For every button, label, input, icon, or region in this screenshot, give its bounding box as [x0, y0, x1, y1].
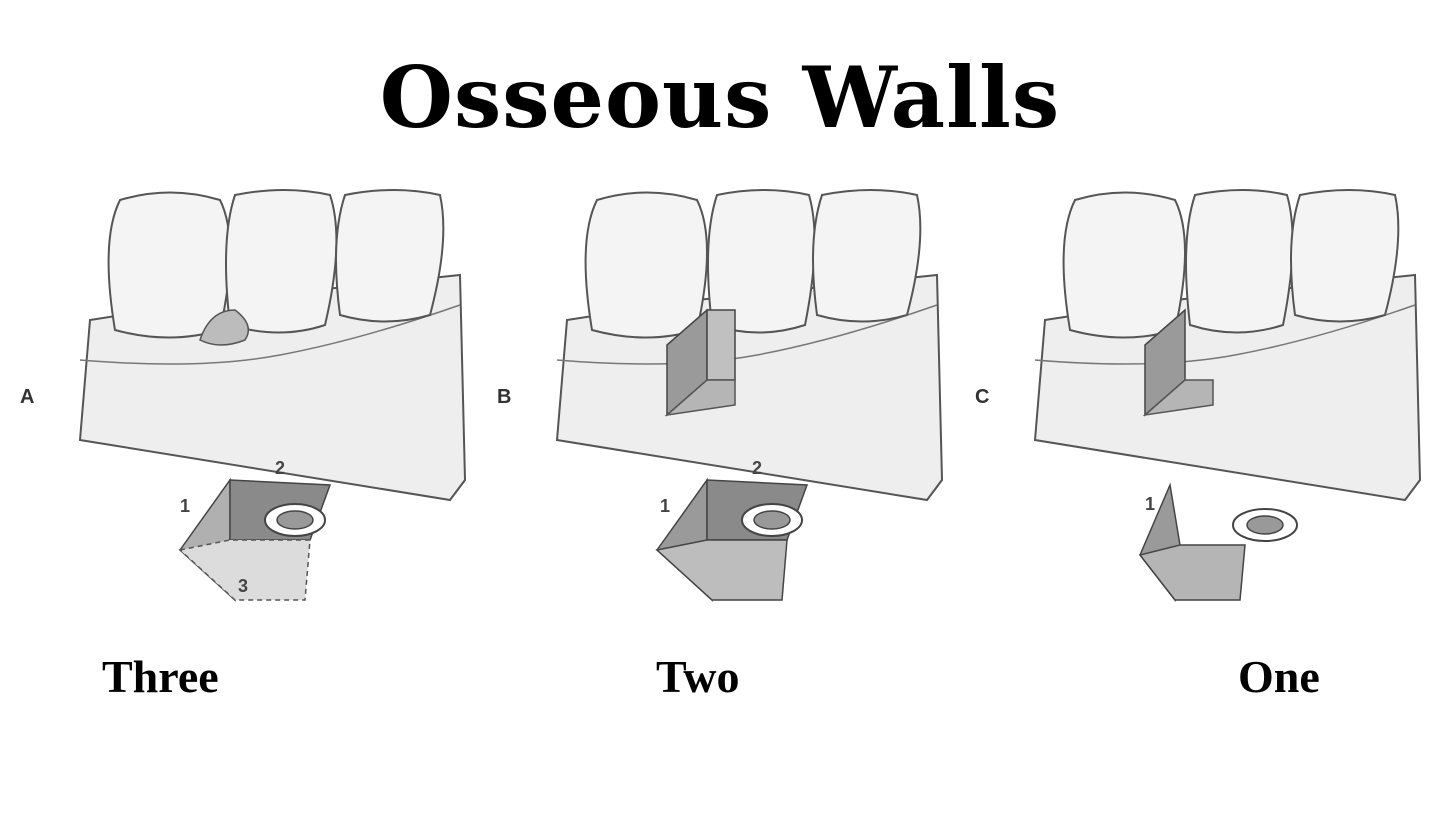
panel-letter: C: [975, 386, 990, 408]
one-wall-illustration: [1033, 189, 1422, 602]
panel-three-wall: A 1 2 3: [20, 180, 500, 620]
caption-one: One: [1238, 651, 1320, 702]
wall-number: 1: [1145, 494, 1156, 514]
wall-number: 1: [180, 496, 191, 516]
two-wall-illustration: [555, 189, 944, 602]
caption-two: Two: [656, 651, 740, 702]
wall-number: 1: [660, 496, 671, 516]
page-title: Osseous Walls: [379, 48, 1061, 147]
panel-letter: A: [20, 386, 35, 408]
panel-letter: B: [497, 386, 512, 408]
wall-number: 2: [752, 458, 763, 478]
wall-number: 3: [238, 576, 249, 596]
panel-one-wall: C 1: [975, 180, 1440, 620]
wall-number: 2: [275, 458, 286, 478]
three-wall-illustration: [78, 189, 467, 602]
caption-three: Three: [102, 651, 219, 702]
panel-two-wall: B 1 2: [497, 180, 977, 620]
